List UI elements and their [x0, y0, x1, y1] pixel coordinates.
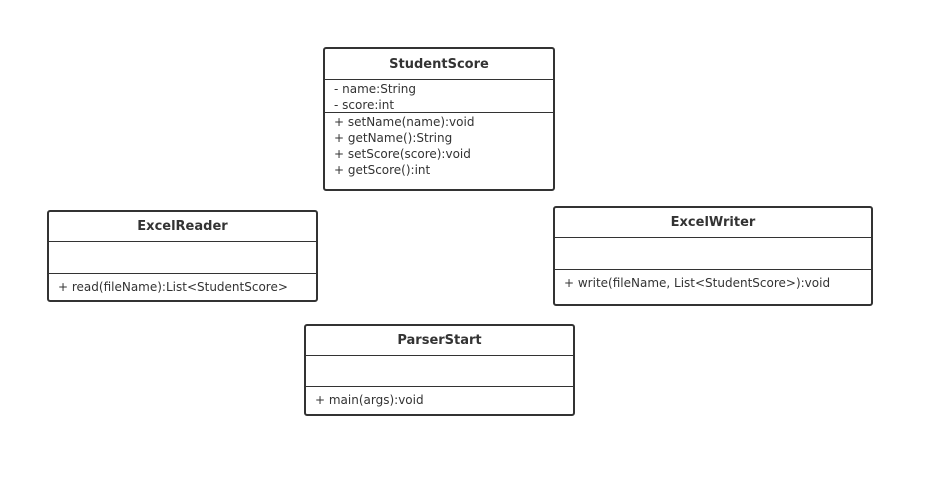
method-write: + write(fileName, List<StudentScore>):vo… — [564, 276, 831, 290]
attribute-name: - name:String — [334, 82, 417, 96]
methods-section: + main(args):void — [306, 387, 573, 408]
class-studentscore[interactable]: StudentScore - name:String - score:int +… — [323, 47, 555, 191]
class-excelreader[interactable]: ExcelReader + read(fileName):List<Studen… — [47, 210, 318, 302]
method-main: + main(args):void — [315, 393, 424, 407]
methods-section: + read(fileName):List<StudentScore> — [49, 274, 316, 295]
class-name: ExcelReader — [49, 212, 316, 242]
attributes-section: - name:String - score:int — [325, 80, 553, 113]
method-getname: + getName():String — [334, 131, 453, 145]
class-excelwriter[interactable]: ExcelWriter + write(fileName, List<Stude… — [553, 206, 873, 306]
methods-section: + write(fileName, List<StudentScore>):vo… — [555, 270, 871, 291]
class-name: ParserStart — [306, 326, 573, 356]
class-name: StudentScore — [325, 49, 553, 80]
attribute-score: - score:int — [334, 98, 395, 112]
method-setscore: + setScore(score):void — [334, 147, 471, 161]
method-setname: + setName(name):void — [334, 115, 475, 129]
class-parserstart[interactable]: ParserStart + main(args):void — [304, 324, 575, 416]
methods-section: + setName(name):void + getName():String … — [325, 113, 553, 178]
method-getscore: + getScore():int — [334, 163, 431, 177]
attributes-section — [555, 238, 871, 270]
method-read: + read(fileName):List<StudentScore> — [58, 280, 288, 294]
attributes-section — [49, 242, 316, 274]
attributes-section — [306, 356, 573, 387]
class-name: ExcelWriter — [555, 208, 871, 238]
